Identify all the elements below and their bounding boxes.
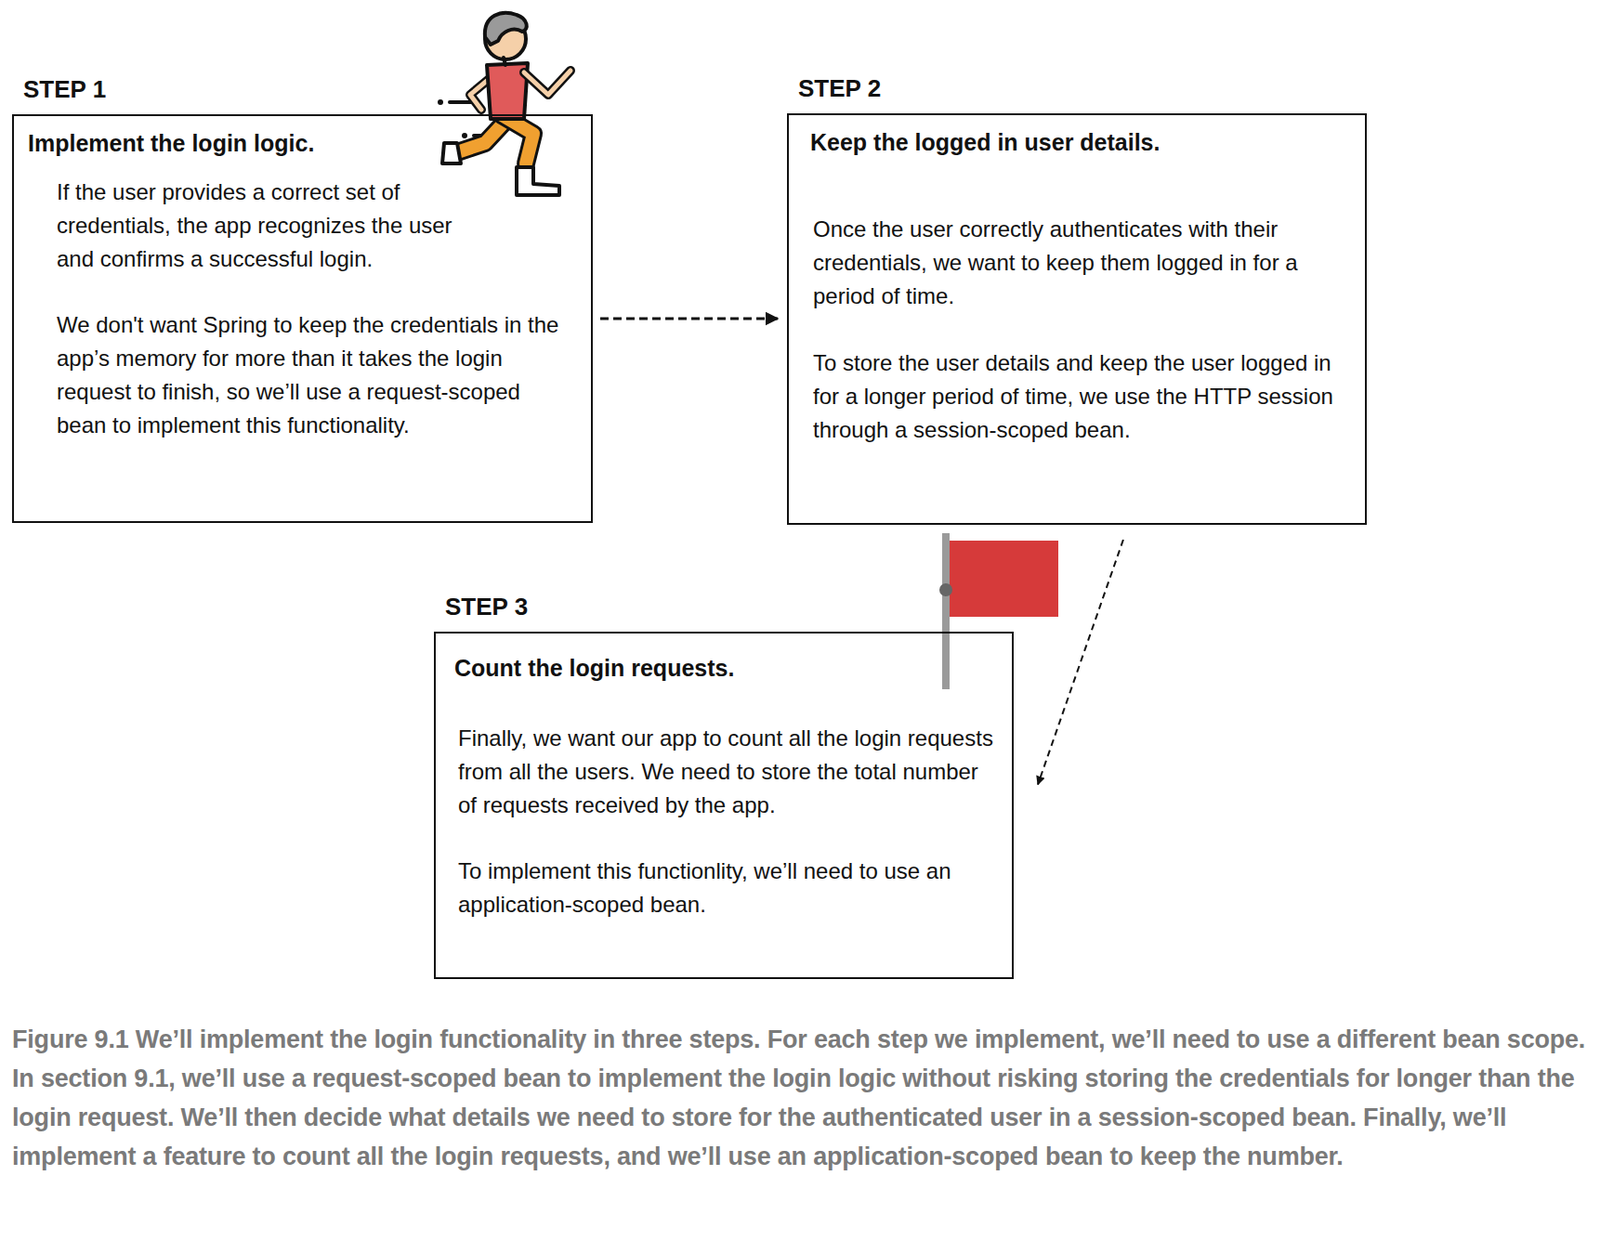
box-heading: Keep the logged in user details. <box>810 128 1347 157</box>
step-label: STEP 2 <box>798 74 881 103</box>
session-step-box: STEP 2Keep the logged in user details.On… <box>786 113 1367 525</box>
box-paragraph: If the user provides a correct set of cr… <box>56 175 494 276</box>
box-paragraph: To store the user details and keep the u… <box>813 346 1343 447</box>
box-heading: Implement the login logic. <box>27 129 573 158</box>
flag-illustration <box>939 533 1059 690</box>
step-label: STEP 3 <box>445 592 528 621</box>
box-heading: Count the login requests. <box>454 654 994 682</box>
box-paragraph: To implement this functionlity, we’ll ne… <box>458 854 994 922</box>
box-paragraph: Finally, we want our app to count all th… <box>458 721 994 823</box>
login-step-box: STEP 1Implement the login logic.If the u… <box>12 114 593 524</box>
step-label: STEP 1 <box>23 75 106 104</box>
count-step-box: STEP 3Count the login requests.Finally, … <box>433 631 1014 980</box>
dashed-arrow <box>1037 539 1124 786</box>
box-paragraph: Once the user correctly authenticates wi… <box>813 212 1343 314</box>
runner-illustration <box>437 13 571 196</box>
dashed-arrow <box>600 317 778 321</box>
box-paragraph: We don't want Spring to keep the credent… <box>56 308 573 443</box>
figure-caption: Figure 9.1 We’ll implement the login fun… <box>12 1020 1590 1177</box>
